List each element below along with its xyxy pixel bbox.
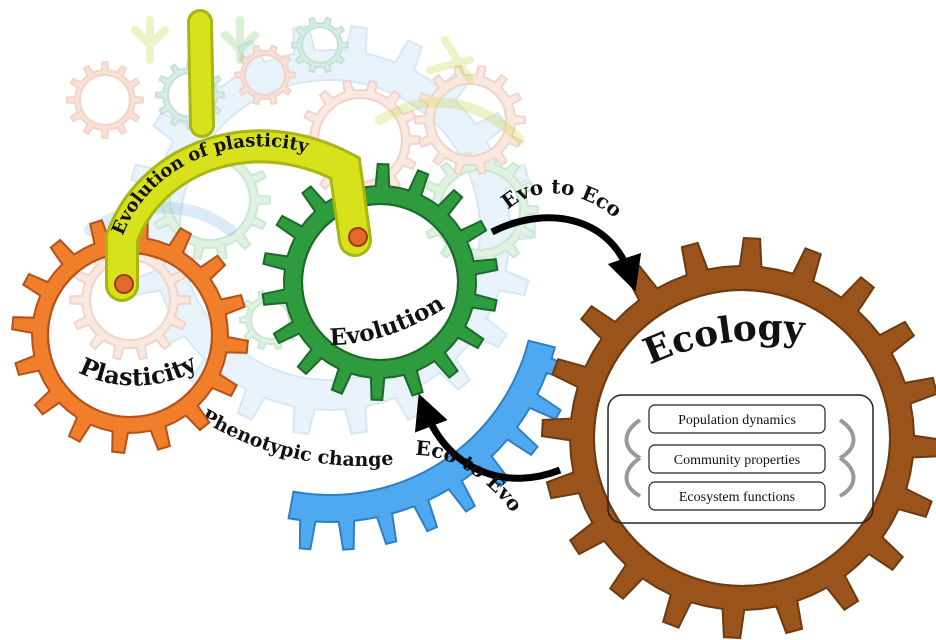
svg-text:Population dynamics: Population dynamics (678, 413, 796, 428)
pivot-dot-plasticity (114, 274, 134, 294)
box-item-population-dynamics: Population dynamics (648, 404, 826, 434)
feedback-arrows (624, 418, 856, 498)
evo-to-eco-arrow: Evo to Eco (490, 174, 642, 292)
evolution-gear (261, 162, 499, 402)
background-connectors (84, 16, 525, 236)
ecology-gear (540, 236, 936, 640)
pivot-dot-evolution (348, 227, 368, 247)
plasticity-gear (11, 216, 249, 454)
ecology-label: Ecology (637, 307, 807, 373)
svg-text:Community properties: Community properties (674, 453, 800, 468)
ecology-box: Population dynamics Community properties… (607, 394, 874, 524)
box-item-community-properties: Community properties (648, 444, 826, 474)
box-item-ecosystem-functions: Ecosystem functions (648, 481, 826, 511)
svg-text:Ecosystem functions: Ecosystem functions (679, 490, 795, 505)
